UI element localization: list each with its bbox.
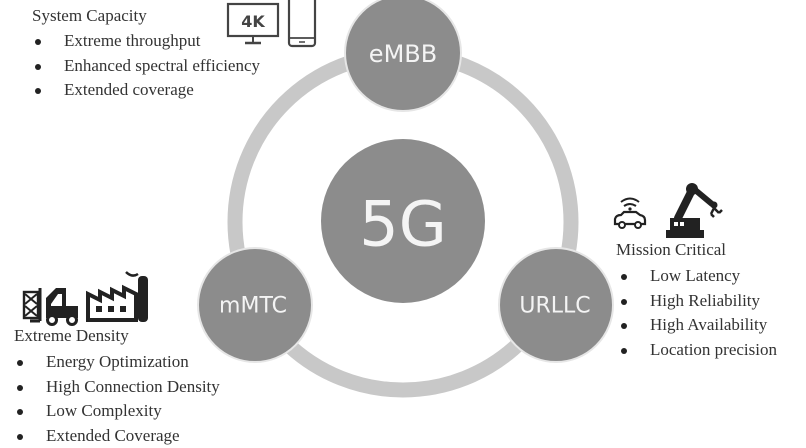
robotic-arm-icon — [660, 180, 730, 240]
urllc-heading: Mission Critical — [616, 240, 726, 260]
list-item: Location precision — [616, 338, 777, 363]
embb-label: eMBB — [369, 40, 437, 68]
node-embb: eMBB — [345, 0, 461, 111]
list-item: High Connection Density — [12, 375, 220, 400]
smartphone-icon — [287, 0, 317, 48]
mmtc-heading: Extreme Density — [14, 326, 129, 346]
factory-icon — [86, 268, 152, 324]
list-item: Energy Optimization — [12, 350, 220, 375]
list-item: Low Complexity — [12, 399, 220, 424]
connected-car-icon — [612, 193, 648, 231]
list-item: Enhanced spectral efficiency — [30, 54, 260, 79]
node-mmtc: mMTC — [198, 248, 312, 362]
node-urllc: URLLC — [499, 248, 613, 362]
list-item: High Availability — [616, 313, 777, 338]
list-item: High Reliability — [616, 289, 777, 314]
embb-heading: System Capacity — [32, 6, 147, 26]
4k-monitor-icon: 4K — [226, 2, 282, 46]
forklift-icon — [22, 276, 84, 326]
urllc-label: URLLC — [519, 294, 590, 319]
mmtc-feature-list: Energy Optimization High Connection Dens… — [12, 350, 220, 448]
svg-text:4K: 4K — [241, 12, 265, 31]
list-item: Extended Coverage — [12, 424, 220, 448]
urllc-feature-list: Low Latency High Reliability High Availa… — [616, 264, 777, 362]
list-item: Low Latency — [616, 264, 777, 289]
list-item: Extended coverage — [30, 78, 260, 103]
center-label: 5G — [359, 188, 447, 261]
center-node-5g: 5G — [321, 139, 485, 303]
mmtc-label: mMTC — [219, 294, 287, 319]
